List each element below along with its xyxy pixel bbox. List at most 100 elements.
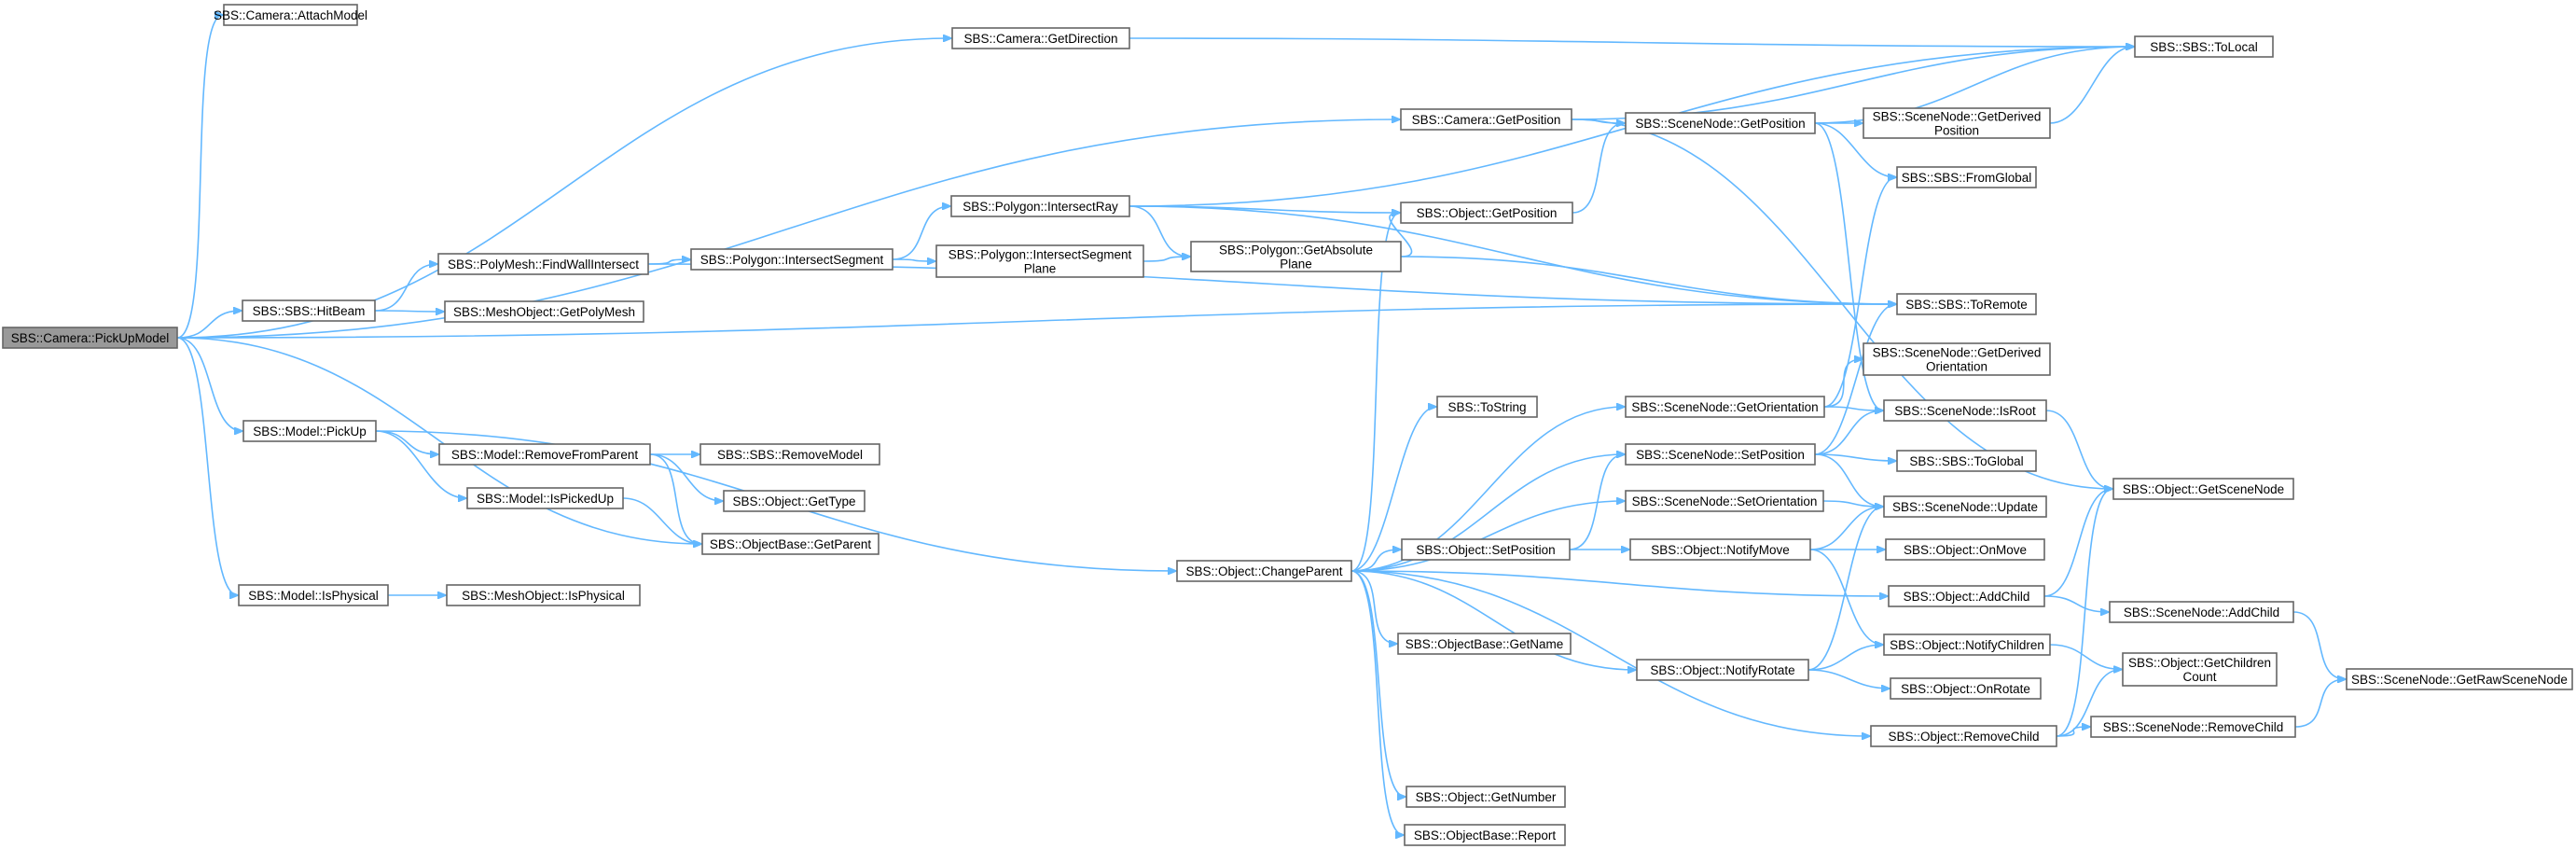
node-label: SBS::ObjectBase::Report <box>1414 828 1557 842</box>
node-box <box>2346 668 2573 690</box>
node-removemodel[interactable]: SBS::SBS::RemoveModel <box>699 443 880 466</box>
node-onmove[interactable]: SBS::Object::OnMove <box>1885 538 2045 561</box>
node-getdirection[interactable]: SBS::Camera::GetDirection <box>951 27 1130 49</box>
node-box <box>242 299 376 322</box>
node-intersectsegment[interactable]: SBS::Polygon::IntersectSegment <box>690 248 893 271</box>
node-snupdate[interactable]: SBS::SceneNode::Update <box>1883 495 2047 518</box>
node-findwallintersect[interactable]: SBS::PolyMesh::FindWallIntersect <box>437 253 649 275</box>
node-attachmodel[interactable]: SBS::Camera::AttachModel <box>214 4 367 26</box>
node-snremovechild[interactable]: SBS::SceneNode::RemoveChild <box>2090 716 2296 738</box>
edge-pickupmodel-to-getparent <box>176 337 701 544</box>
node-box <box>238 584 389 606</box>
node-label: SBS::ObjectBase::GetParent <box>710 537 872 551</box>
edge-notifymove-to-notifychildren <box>1809 549 1883 645</box>
node-notifymove[interactable]: SBS::Object::NotifyMove <box>1629 538 1811 561</box>
node-getrawscenenode[interactable]: SBS::SceneNode::GetRawSceneNode <box>2346 668 2573 690</box>
node-label: SBS::SBS::ToGlobal <box>1909 454 2023 468</box>
node-toglobal[interactable]: SBS::SBS::ToGlobal <box>1896 450 2037 472</box>
node-removefromparent[interactable]: SBS::Model::RemoveFromParent <box>438 443 651 466</box>
edge-sngetposition-to-snisroot <box>1814 122 1883 411</box>
edge-removefromparent-to-objgettype <box>649 453 723 501</box>
edge-pickupmodel-to-getdirection <box>176 38 951 339</box>
node-fromglobal[interactable]: SBS::SBS::FromGlobal <box>1896 166 2037 188</box>
node-label: SBS::Object::GetNumber <box>1416 790 1557 804</box>
node-modelpickup[interactable]: SBS::Model::PickUp <box>242 420 377 442</box>
node-sngetposition[interactable]: SBS::SceneNode::GetPosition <box>1625 112 1816 134</box>
node-label: SBS::SceneNode::Update <box>1892 500 2038 514</box>
node-label: SBS::SceneNode::GetPosition <box>1635 117 1805 131</box>
node-toremote[interactable]: SBS::SBS::ToRemote <box>1896 293 2037 315</box>
node-snsetposition[interactable]: SBS::SceneNode::SetPosition <box>1625 443 1816 466</box>
node-snisroot[interactable]: SBS::SceneNode::IsRoot <box>1883 399 2047 422</box>
node-box <box>950 195 1130 217</box>
node-label: SBS::Object::NotifyRotate <box>1650 663 1794 677</box>
node-getparent[interactable]: SBS::ObjectBase::GetParent <box>701 533 879 555</box>
node-label: SBS::SceneNode::GetDerived <box>1873 110 2042 124</box>
edge-intersectray-to-getabsoluteplane <box>1129 205 1190 257</box>
node-label: Plane <box>1280 257 1312 271</box>
node-label: SBS::Object::AddChild <box>1904 590 2030 604</box>
node-snsetorientation[interactable]: SBS::SceneNode::SetOrientation <box>1625 490 1824 512</box>
node-label: SBS::Polygon::IntersectSegment <box>949 248 1132 262</box>
node-modelisphysical[interactable]: SBS::Model::IsPhysical <box>238 584 389 606</box>
node-objgettype[interactable]: SBS::Object::GetType <box>723 490 866 512</box>
node-addchild[interactable]: SBS::Object::AddChild <box>1888 585 2045 607</box>
node-box <box>438 443 651 466</box>
node-removechild[interactable]: SBS::Object::RemoveChild <box>1870 725 2057 747</box>
node-snaddchild[interactable]: SBS::SceneNode::AddChild <box>2109 601 2294 623</box>
node-box <box>1629 538 1811 561</box>
node-pickupmodel[interactable]: SBS::Camera::PickUpModel <box>2 327 178 349</box>
edge-changeparent-to-report <box>1350 570 1404 835</box>
node-box <box>2 327 178 349</box>
node-label: Plane <box>1024 262 1057 276</box>
node-box <box>1883 495 2047 518</box>
node-box <box>1863 342 2051 376</box>
node-hitbeam[interactable]: SBS::SBS::HitBeam <box>242 299 376 322</box>
node-objgetposition[interactable]: SBS::Object::GetPosition <box>1400 202 1573 224</box>
edge-removechild-to-snremovechild <box>2056 727 2090 737</box>
node-getnumber[interactable]: SBS::Object::GetNumber <box>1406 786 1566 808</box>
node-notifychildren[interactable]: SBS::Object::NotifyChildren <box>1883 633 2051 656</box>
node-changeparent[interactable]: SBS::Object::ChangeParent <box>1176 560 1352 582</box>
edge-changeparent-to-sngetorientation <box>1350 407 1625 572</box>
node-box <box>1885 538 2045 561</box>
node-tolocal[interactable]: SBS::SBS::ToLocal <box>2134 35 2274 58</box>
node-objgetscenenode[interactable]: SBS::Object::GetSceneNode <box>2112 478 2294 500</box>
node-sngetorientation[interactable]: SBS::SceneNode::GetOrientation <box>1625 396 1825 418</box>
node-tostring[interactable]: SBS::ToString <box>1436 396 1538 418</box>
edge-intersectsegmentplane-to-getabsoluteplane <box>1143 257 1190 262</box>
node-getpolymesh[interactable]: SBS::MeshObject::GetPolyMesh <box>444 300 644 323</box>
edge-snaddchild-to-getrawscenenode <box>2292 611 2346 679</box>
node-objsetposition[interactable]: SBS::Object::SetPosition <box>1401 538 1571 561</box>
edge-removefromparent-to-getparent <box>649 453 701 544</box>
edge-changeparent-to-addchild <box>1350 570 1888 596</box>
node-box <box>1636 659 1809 681</box>
node-ispickedup[interactable]: SBS::Model::IsPickedUp <box>466 487 624 509</box>
node-box <box>1404 824 1566 846</box>
node-label: SBS::Object::OnMove <box>1904 543 2027 557</box>
node-meshisphysical[interactable]: SBS::MeshObject::IsPhysical <box>446 584 641 606</box>
node-report[interactable]: SBS::ObjectBase::Report <box>1404 824 1566 846</box>
node-getname[interactable]: SBS::ObjectBase::GetName <box>1397 633 1572 655</box>
edge-notifyrotate-to-snupdate <box>1807 507 1883 671</box>
node-intersectray[interactable]: SBS::Polygon::IntersectRay <box>950 195 1130 217</box>
node-label: SBS::Polygon::IntersectSegment <box>700 253 884 267</box>
node-notifyrotate[interactable]: SBS::Object::NotifyRotate <box>1636 659 1809 681</box>
node-label: Position <box>1934 124 1979 138</box>
node-label: Orientation <box>1926 360 1987 374</box>
node-camgetposition[interactable]: SBS::Camera::GetPosition <box>1400 108 1572 131</box>
edge-sngetorientation-to-snisroot <box>1823 406 1883 411</box>
node-label: SBS::SceneNode::RemoveChild <box>2103 720 2284 734</box>
edge-getdirection-to-tolocal <box>1129 37 2134 47</box>
node-label: SBS::MeshObject::IsPhysical <box>462 589 625 603</box>
node-onrotate[interactable]: SBS::Object::OnRotate <box>1890 677 2042 700</box>
node-label: SBS::SceneNode::SetOrientation <box>1632 494 1818 508</box>
node-box <box>1883 633 2051 656</box>
node-box <box>1406 786 1566 808</box>
